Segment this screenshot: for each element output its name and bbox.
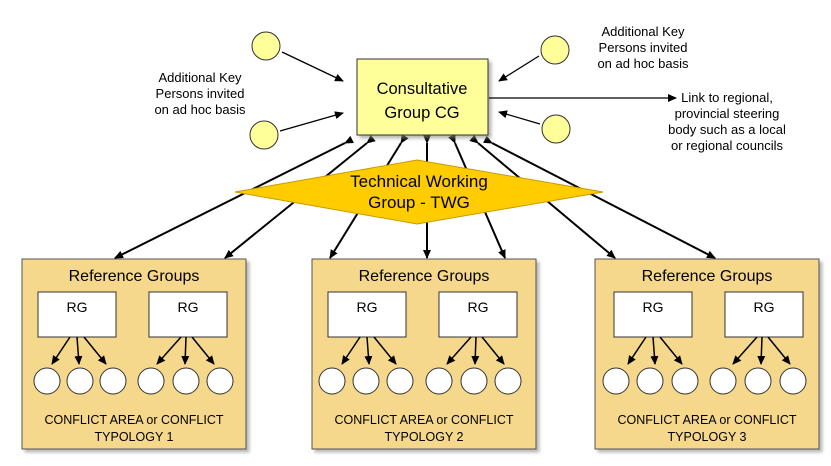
svg-text:Persons invited: Persons invited — [156, 86, 245, 101]
rg-box — [438, 291, 518, 338]
member-circle — [206, 367, 234, 395]
key-person-circle — [541, 114, 571, 144]
member-circle — [352, 367, 380, 395]
svg-text:body such as a local: body such as a local — [668, 122, 786, 137]
member-circle — [172, 367, 200, 395]
member-circle — [386, 367, 414, 395]
rg-label: RG — [643, 299, 664, 315]
svg-text:Additional Key: Additional Key — [601, 24, 685, 39]
key-person-circle — [540, 35, 570, 65]
key-persons — [249, 31, 677, 150]
technical-working-group: Technical Working Group - TWG — [234, 159, 604, 225]
reference-group-panel-3: Reference Groups RG RG CONFLICT AREA or … — [594, 258, 820, 450]
rg-label: RG — [178, 299, 199, 315]
member-circle — [636, 367, 664, 395]
panel-caption: CONFLICT AREA or CONFLICT — [335, 413, 514, 427]
panel-caption: TYPOLOGY 3 — [668, 430, 747, 444]
rg-label: RG — [468, 299, 489, 315]
panel-title: Reference Groups — [359, 268, 490, 285]
panel-caption: CONFLICT AREA or CONFLICT — [618, 413, 797, 427]
member-circle — [99, 367, 127, 395]
reference-group-panel-2: Reference Groups RG RG CONFLICT AREA or … — [311, 258, 537, 450]
rg-box — [148, 291, 228, 338]
twg-label: Group - TWG — [368, 193, 470, 212]
member-circle — [709, 367, 737, 395]
arrow — [483, 135, 716, 259]
member-circle — [66, 367, 94, 395]
svg-text:or regional councils: or regional councils — [671, 138, 784, 153]
reference-group-panel-1: Reference Groups RG RG CONFLICT AREA or … — [21, 258, 247, 450]
key-persons-left-label: Additional Key Persons invited on ad hoc… — [154, 70, 246, 117]
consultative-group: Consultative Group CG — [356, 58, 489, 136]
rg-label: RG — [754, 299, 775, 315]
link-label: Link to regional, provincial steering bo… — [668, 90, 786, 153]
member-circle — [425, 367, 453, 395]
member-circle — [318, 367, 346, 395]
rg-box — [37, 291, 117, 338]
cg-label: Group CG — [384, 104, 459, 122]
svg-text:Link to regional,: Link to regional, — [681, 90, 773, 105]
panel-caption: CONFLICT AREA or CONFLICT — [45, 413, 224, 427]
member-circle — [137, 367, 165, 395]
rg-box — [613, 291, 693, 338]
member-circle — [460, 367, 488, 395]
cg-label: Consultative — [377, 80, 468, 98]
member-circle — [494, 367, 522, 395]
rg-box — [724, 291, 804, 338]
svg-text:Persons invited: Persons invited — [599, 40, 688, 55]
rg-label: RG — [357, 299, 378, 315]
member-circle — [671, 367, 699, 395]
svg-text:provincial steering: provincial steering — [675, 106, 780, 121]
svg-text:on ad hoc basis: on ad hoc basis — [154, 102, 246, 117]
key-person-circle — [249, 120, 279, 150]
panel-caption: TYPOLOGY 2 — [385, 430, 464, 444]
rg-label: RG — [67, 299, 88, 315]
panel-title: Reference Groups — [642, 268, 773, 285]
twg-label: Technical Working — [350, 172, 488, 191]
panel-title: Reference Groups — [69, 268, 200, 285]
member-circle — [33, 367, 61, 395]
member-circle — [744, 367, 772, 395]
member-circle — [602, 367, 630, 395]
key-person-circle — [251, 31, 281, 61]
panel-caption: TYPOLOGY 1 — [95, 430, 174, 444]
rg-box — [327, 291, 407, 338]
member-circle — [779, 367, 807, 395]
key-persons-right-label: Additional Key Persons invited on ad hoc… — [597, 24, 689, 71]
svg-text:on ad hoc basis: on ad hoc basis — [597, 56, 689, 71]
svg-text:Additional Key: Additional Key — [158, 70, 242, 85]
